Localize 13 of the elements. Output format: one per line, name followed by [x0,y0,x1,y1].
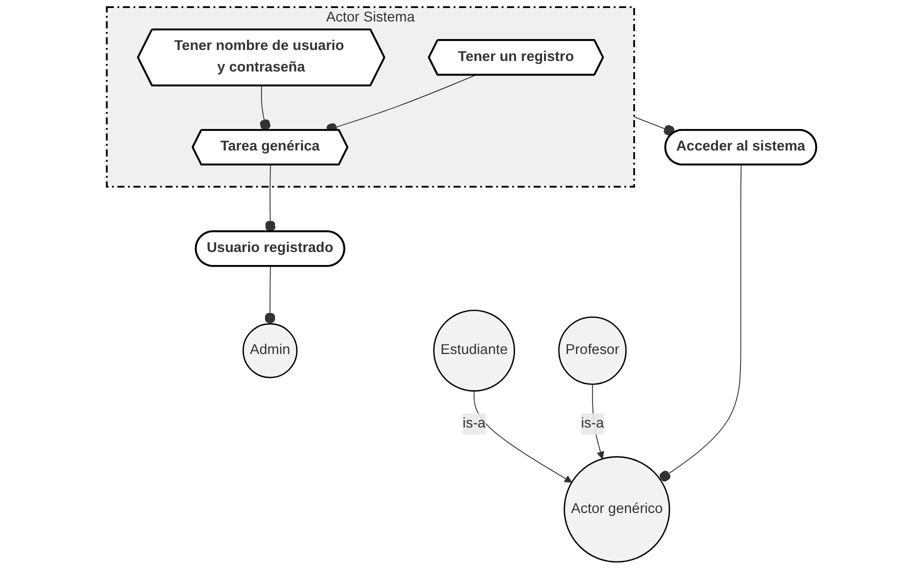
arrow [474,390,572,483]
connector [634,116,675,136]
arrow [592,384,604,460]
node-circle: Estudiante [433,310,516,392]
connector [264,266,276,324]
node-circle: Actor genérico [564,456,670,563]
connector [260,85,271,131]
edge-label: is-a [462,416,486,431]
node-circle: Profesor [558,316,627,385]
edge-label: is-a [580,416,604,431]
connector [264,164,276,232]
node-circle: Admin [242,323,298,378]
connector [660,164,742,482]
